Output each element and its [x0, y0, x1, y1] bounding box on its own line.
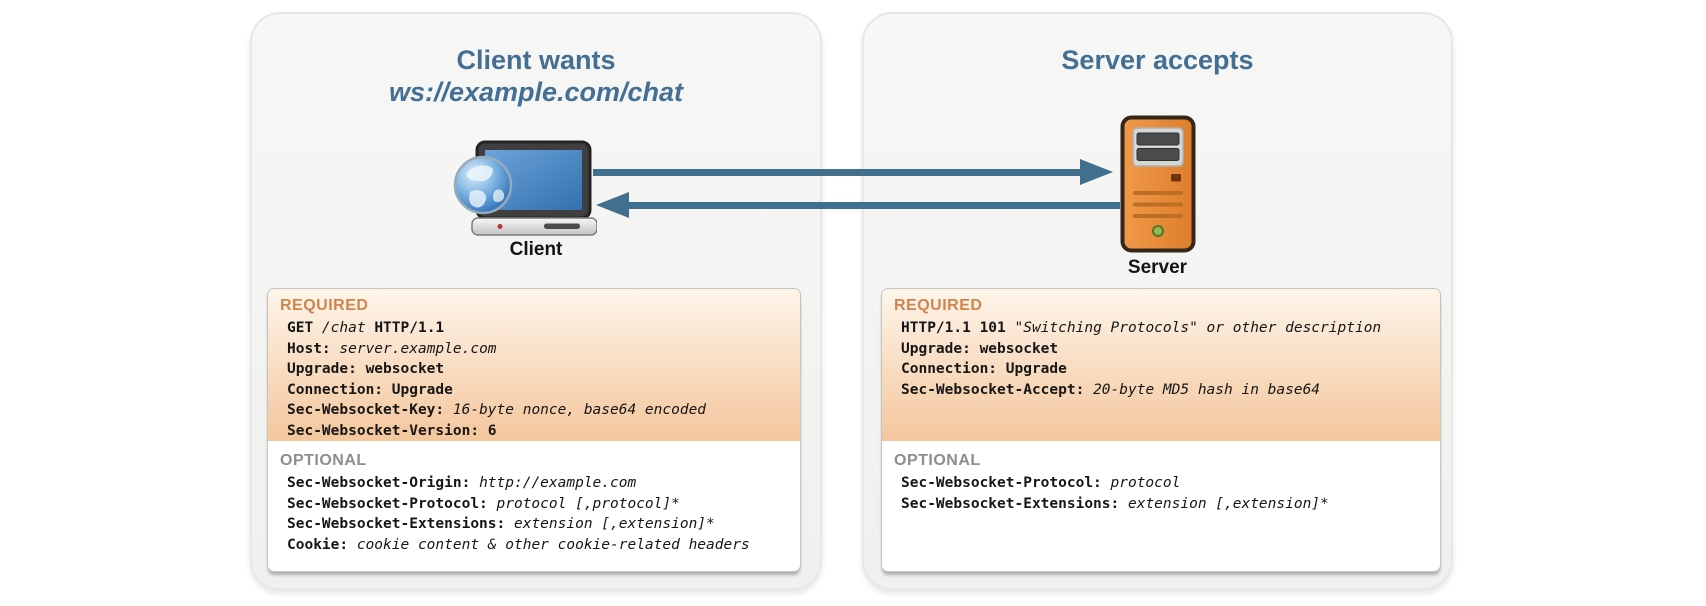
- optional-heading: OPTIONAL: [894, 452, 981, 469]
- http-header-line: GET /chat HTTP/1.1: [287, 320, 445, 336]
- http-header-line: HTTP/1.1 101 "Switching Protocols" or ot…: [901, 320, 1382, 336]
- client-title-line1: Client wants: [456, 45, 616, 75]
- http-header-line: Upgrade: websocket: [287, 361, 445, 377]
- client-title-url: ws://example.com/chat: [388, 77, 684, 107]
- globe-icon: [453, 155, 513, 215]
- client-optional-lines: Sec-Websocket-Origin: http://example.com…: [280, 471, 790, 555]
- response-arrow-line: [628, 202, 1120, 209]
- server-required-lines: HTTP/1.1 101 "Switching Protocols" or ot…: [894, 316, 1430, 400]
- server-optional-section: OPTIONAL Sec-Websocket-Protocol: protoco…: [882, 441, 1440, 514]
- response-arrow-head-icon: [596, 192, 629, 218]
- server-tower-icon: [1120, 115, 1196, 253]
- http-header-line: Host: server.example.com: [287, 340, 497, 357]
- server-vents: [1132, 191, 1183, 218]
- server-led: [1151, 225, 1164, 237]
- http-header-line: Sec-Websocket-Origin: http://example.com: [287, 475, 637, 491]
- laptop-icon: [453, 140, 598, 236]
- server-label: Server: [1127, 257, 1188, 278]
- http-header-line: Connection: Upgrade: [287, 381, 453, 398]
- client-panel-title: Client wants ws://example.com/chat: [252, 44, 820, 108]
- request-arrow-line: [593, 169, 1081, 176]
- http-header-line: Sec-Websocket-Extensions: extension [,ex…: [287, 516, 715, 532]
- server-panel: Server accepts: [862, 12, 1453, 590]
- request-arrow-head-icon: [1080, 159, 1113, 185]
- laptop-base: [471, 217, 598, 236]
- http-header-line: Sec-Websocket-Protocol: protocol: [901, 475, 1181, 491]
- http-header-line: Sec-Websocket-Extensions: extension [,ex…: [901, 495, 1329, 512]
- http-header-line: Sec-Websocket-Version: 6: [287, 422, 497, 439]
- http-header-line: Sec-Websocket-Accept: 20-byte MD5 hash i…: [901, 381, 1321, 398]
- http-header-line: Sec-Websocket-Key: 16-byte nonce, base64…: [287, 402, 707, 418]
- required-heading: REQUIRED: [280, 297, 369, 314]
- server-title: Server accepts: [1061, 45, 1254, 75]
- client-panel: Client wants ws://example.com/chat: [250, 12, 822, 590]
- optional-heading: OPTIONAL: [280, 452, 367, 469]
- server-required-section: REQUIRED HTTP/1.1 101 "Switching Protoco…: [882, 289, 1440, 441]
- client-optional-section: OPTIONAL Sec-Websocket-Origin: http://ex…: [268, 441, 800, 555]
- server-headers-box: REQUIRED HTTP/1.1 101 "Switching Protoco…: [881, 288, 1441, 572]
- client-computer-icon: [452, 140, 598, 238]
- http-header-line: Cookie: cookie content & other cookie-re…: [287, 536, 750, 553]
- server-button: [1170, 174, 1181, 182]
- server-icon: [1120, 115, 1195, 253]
- required-heading: REQUIRED: [894, 297, 983, 314]
- http-header-line: Sec-Websocket-Protocol: protocol [,proto…: [287, 495, 680, 512]
- client-label: Client: [509, 239, 563, 260]
- http-header-line: Upgrade: websocket: [901, 340, 1059, 357]
- server-panel-title: Server accepts: [864, 44, 1451, 76]
- http-header-line: Connection: Upgrade: [901, 361, 1067, 377]
- server-drive-bays: [1131, 127, 1184, 167]
